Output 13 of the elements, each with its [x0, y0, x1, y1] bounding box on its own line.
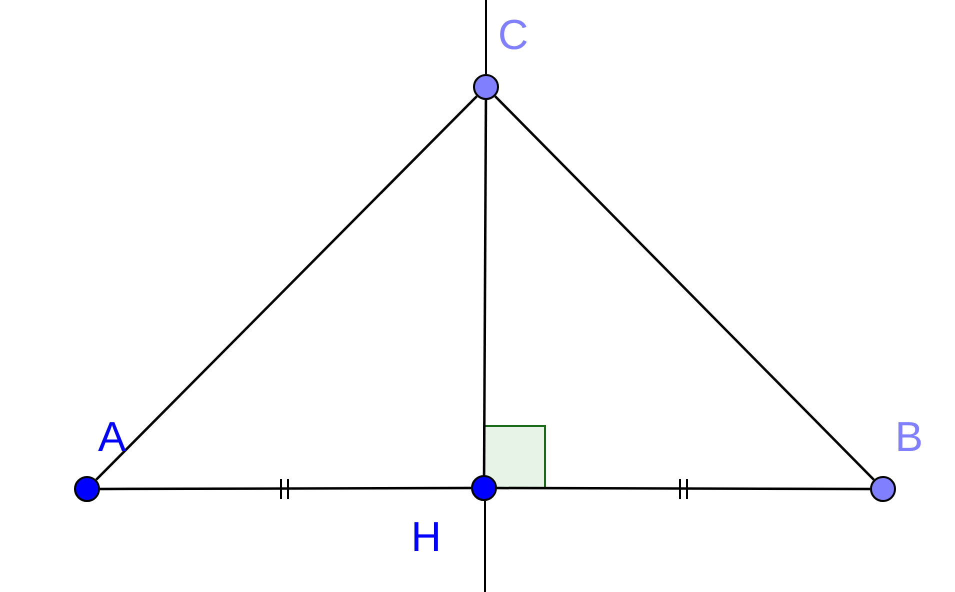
point [74, 476, 100, 502]
point-label: H [411, 516, 442, 558]
point [870, 476, 896, 502]
point-label: C [498, 14, 528, 56]
line-segment [482, 100, 488, 475]
line-segment [494, 95, 875, 481]
point-label: B [895, 416, 924, 458]
point [473, 74, 499, 100]
line-segment [100, 486, 471, 490]
point-label: A [98, 416, 126, 458]
line-segment [497, 486, 870, 490]
point [471, 475, 497, 501]
line-segment [95, 95, 478, 481]
